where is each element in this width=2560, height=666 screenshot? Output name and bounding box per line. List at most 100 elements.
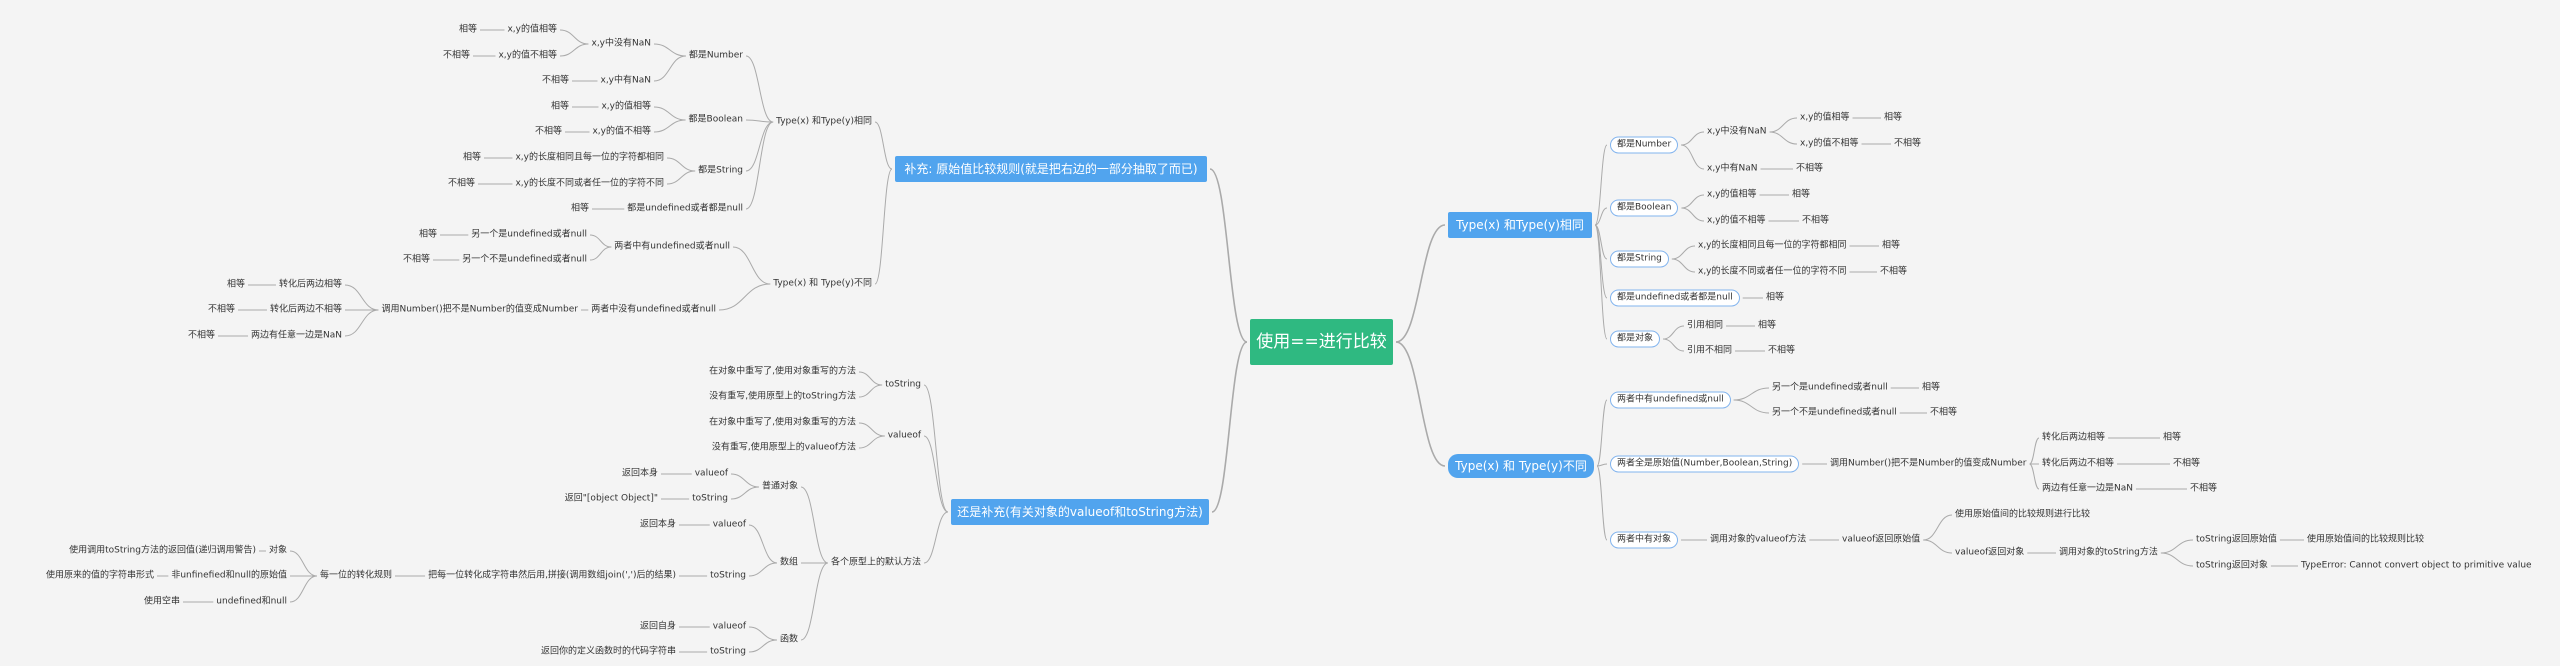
node-lt-bool[interactable]: 都是Boolean [688,114,743,125]
node-rt-neq1[interactable]: 不相等 [1894,138,1922,149]
node-lt-oneun[interactable]: 两者中有undefined或者null [614,241,730,252]
node-rt-eq1[interactable]: 相等 [1884,112,1903,123]
node-rt-rs[interactable]: 引用相同 [1687,320,1724,331]
node-lt-eq6[interactable]: 相等 [226,279,245,290]
node-lt-neq5[interactable]: 不相等 [402,254,430,265]
node-rt-num[interactable]: 都是Number [1610,136,1679,154]
node-lt-sdiff[interactable]: x,y的长度不同或者任一位的字符不同 [515,178,664,189]
node-lb-nun[interactable]: 非unfinefied和null的原始值 [171,570,287,581]
node-lb-vop[interactable]: 没有重写,使用原型上的valueof方法 [711,442,856,453]
node-lt-anan[interactable]: 两边有任意一边是NaN [251,330,342,341]
node-rt[interactable]: Type(x) 和Type(y)相同 [1448,212,1592,238]
node-lb-voo[interactable]: 在对象中重写了,使用对象重写的方法 [709,417,856,428]
node-rb-oi[interactable]: 另一个是undefined或者null [1772,382,1888,393]
node-rb-on[interactable]: 另一个不是undefined或者null [1772,407,1897,418]
node-lb-vo2[interactable]: valueof [712,519,746,530]
node-lt-noun[interactable]: 两者中没有undefined或者null [591,304,716,315]
node-rb-vob[interactable]: valueof返回对象 [1955,547,2025,558]
node-rt-un[interactable]: 都是undefined或者都是null [1610,289,1740,307]
node-rb-eq2[interactable]: 相等 [2163,432,2182,443]
node-rt-bneq[interactable]: x,y的值不相等 [1707,215,1766,226]
node-lb-ros[interactable]: 返回"[object Object]" [564,493,658,504]
node-lt-neq2[interactable]: 不相等 [541,75,569,86]
node-lt[interactable]: 补充: 原始值比较规则(就是把右边的一部分抽取了而已) [895,156,1207,182]
node-rt-eq4[interactable]: 相等 [1766,292,1785,303]
node-lb-nund[interactable]: 使用原来的值的字符串形式 [45,570,154,581]
node-lt-neq1[interactable]: 不相等 [442,50,470,61]
node-rb-aneq[interactable]: 转化后两边不相等 [2042,458,2115,469]
node-rt-xneq[interactable]: x,y的值不相等 [1800,138,1859,149]
node-rt-nan[interactable]: x,y中有NaN [1707,163,1758,174]
node-rb-tn[interactable]: 调用Number()把不是Number的值变成Number [1830,458,2027,469]
node-rb-neq1[interactable]: 不相等 [1930,407,1958,418]
node-lb-def[interactable]: 各个原型上的默认方法 [830,557,921,568]
node-lt-diff[interactable]: Type(x) 和 Type(y)不同 [773,278,872,289]
node-lt-beq[interactable]: x,y的值相等 [601,101,651,112]
node-lb-objd[interactable]: 使用调用toString方法的返回值(递归调用警告) [69,545,256,556]
node-lt-ssame[interactable]: x,y的长度相同且每一位的字符都相同 [515,152,664,163]
node-rb[interactable]: Type(x) 和 Type(y)不同 [1448,454,1594,478]
node-lb-rs[interactable]: 返回本身 [621,468,658,479]
node-lt-eq5[interactable]: 相等 [418,229,437,240]
node-rt-neq3[interactable]: 不相等 [1802,215,1830,226]
node-lb-join[interactable]: 把每一位转化成字符串然后用,拼接(调用数组join(',')后的结果) [428,570,676,581]
node-lb-ts3[interactable]: toString [710,646,746,657]
node-rt-obj[interactable]: 都是对象 [1610,330,1661,348]
node-rb-te[interactable]: TypeError: Cannot convert object to prim… [2301,560,2532,571]
node-lb-rule[interactable]: 每一位的转化规则 [319,570,392,581]
node-rt-eq5[interactable]: 相等 [1758,320,1777,331]
node-lt-nonan[interactable]: x,y中没有NaN [591,38,652,49]
node-rb-ho[interactable]: 两者中有对象 [1610,531,1679,549]
node-lt-same[interactable]: Type(x) 和Type(y)相同 [776,116,872,127]
node-lt-neq4[interactable]: 不相等 [447,178,475,189]
node-lb-ts1[interactable]: toString [692,493,728,504]
node-lb-tso[interactable]: 在对象中重写了,使用对象重写的方法 [709,366,856,377]
node-lb-fn[interactable]: 函数 [779,634,798,645]
node-rb-tso[interactable]: toString返回对象 [2196,560,2268,571]
node-rt-eq3[interactable]: 相等 [1882,240,1901,251]
node-rt-rd[interactable]: 引用不相同 [1687,345,1733,356]
node-lt-num[interactable]: 都是Number [688,50,743,61]
node-rt-bool[interactable]: 都是Boolean [1610,199,1679,217]
node-lb-vo[interactable]: valueof [887,430,921,441]
node-rb-upr[interactable]: 使用原始值间的比较规则进行比较 [1955,509,2091,520]
node-lt-neq3[interactable]: 不相等 [534,126,562,137]
node-rt-ssame[interactable]: x,y的长度相同且每一位的字符都相同 [1698,240,1847,251]
node-lb-un[interactable]: undefined和null [216,596,287,607]
node-rb-vp[interactable]: valueof返回原始值 [1842,534,1921,545]
node-rb-bp[interactable]: 两者全是原始值(Number,Boolean,String) [1610,455,1800,473]
node-lb[interactable]: 还是补充(有关对象的valueof和toString方法) [951,499,1209,525]
node-lt-aneq[interactable]: 转化后两边不相等 [269,304,342,315]
node-lb-ts[interactable]: toString [885,379,921,390]
node-lb-obj[interactable]: 对象 [268,545,287,556]
node-lt-neq7[interactable]: 不相等 [187,330,215,341]
node-lt-un[interactable]: 都是undefined或者都是null [627,203,743,214]
node-lb-tsp[interactable]: 没有重写,使用原型上的toString方法 [709,391,856,402]
node-lt-xeq[interactable]: x,y的值相等 [507,24,557,35]
node-rt-xeq[interactable]: x,y的值相等 [1800,112,1850,123]
node-lb-arr[interactable]: 数组 [779,557,798,568]
node-lb-es[interactable]: 使用空串 [143,596,180,607]
node-rb-anan[interactable]: 两边有任意一边是NaN [2042,483,2133,494]
node-rb-neq2[interactable]: 不相等 [2173,458,2201,469]
node-lt-bneq[interactable]: x,y的值不相等 [592,126,651,137]
node-lt-eq2[interactable]: 相等 [550,101,569,112]
node-rt-neq4[interactable]: 不相等 [1880,266,1908,277]
node-rb-eq1[interactable]: 相等 [1922,382,1941,393]
node-lt-eq3[interactable]: 相等 [462,152,481,163]
node-rt-eq2[interactable]: 相等 [1792,189,1811,200]
node-rb-tsp[interactable]: toString返回原始值 [2196,534,2277,545]
node-lt-str[interactable]: 都是String [698,165,743,176]
node-lt-nan[interactable]: x,y中有NaN [600,75,652,86]
node-lb-plain[interactable]: 普通对象 [761,481,798,492]
node-rt-neq2[interactable]: 不相等 [1796,163,1824,174]
node-rt-neq5[interactable]: 不相等 [1768,345,1796,356]
node-rb-hu[interactable]: 两者中有undefined或null [1610,391,1731,409]
node-lt-tonum[interactable]: 调用Number()把不是Number的值变成Number [381,304,579,315]
node-rt-sdiff[interactable]: x,y的长度不同或者任一位的字符不同 [1698,266,1847,277]
node-lt-xneq[interactable]: x,y的值不相等 [498,50,557,61]
node-lt-neq6[interactable]: 不相等 [207,304,235,315]
node-lb-rs3[interactable]: 返回自身 [639,621,676,632]
node-lb-vo3[interactable]: valueof [712,621,746,632]
node-rb-aeq[interactable]: 转化后两边相等 [2042,432,2106,443]
